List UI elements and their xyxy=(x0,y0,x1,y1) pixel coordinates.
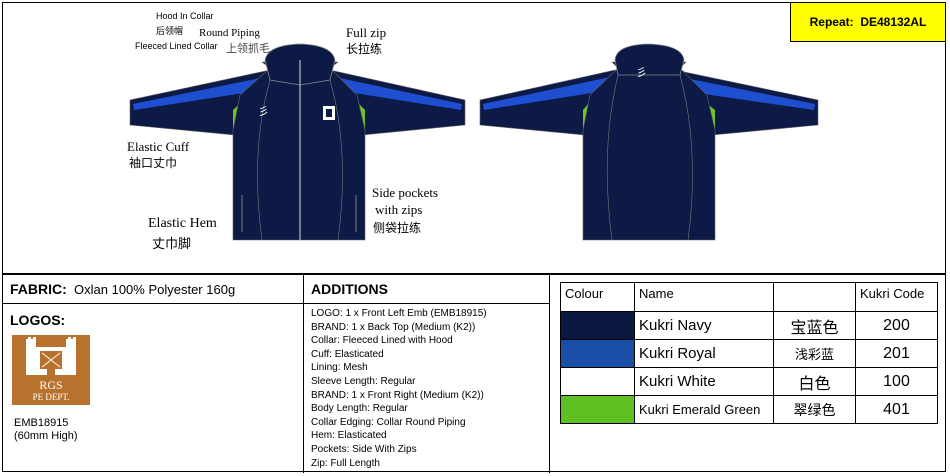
jacket-illustrations: ⼺ ⼺ xyxy=(129,43,819,241)
colour-cn-name: 白色 xyxy=(773,367,856,396)
colour-name: Kukri White xyxy=(634,367,774,396)
repeat-badge: Repeat: DE48132AL xyxy=(790,2,946,42)
colour-row: Kukri White 白色 100 xyxy=(560,367,938,396)
badge-text-rgs: RGS xyxy=(39,378,63,392)
addition-item: Body Length: Regular xyxy=(311,403,408,415)
colour-code: 100 xyxy=(855,367,938,396)
callout-zip-en: Full zip xyxy=(346,25,387,40)
additions-title: ADDITIONS xyxy=(311,281,388,297)
jacket-back-view: ⼺ xyxy=(479,43,819,241)
repeat-label: Repeat: xyxy=(809,15,854,29)
addition-item: LOGO: 1 x Front Left Emb (EMB18915) xyxy=(311,308,487,319)
addition-item: BRAND: 1 x Front Right (Medium (K2)) xyxy=(311,389,484,401)
callout-hem-cn: 丈巾脚 xyxy=(152,236,192,251)
addition-item: Collar: Fleeced Lined with Hood xyxy=(311,335,453,347)
column-divider xyxy=(549,274,550,473)
header-colour: Colour xyxy=(560,282,635,312)
colour-code: 201 xyxy=(855,339,938,368)
colour-name: Kukri Emerald Green xyxy=(634,395,774,424)
jacket-front-view: ⼺ xyxy=(129,43,466,241)
callout-cuff-cn: 袖口丈巾 xyxy=(129,156,178,170)
emb-info: EMB18915 (60mm High) xyxy=(14,417,78,443)
colour-cn-name: 宝蓝色 xyxy=(773,311,856,340)
additions-divider xyxy=(303,303,549,304)
addition-item: Hem: Elasticated xyxy=(311,430,387,442)
colour-code: 401 xyxy=(855,395,938,424)
column-divider xyxy=(303,274,304,473)
colour-cn-name: 浅彩蓝 xyxy=(773,339,856,368)
colour-swatch xyxy=(560,367,635,396)
addition-item: Zip: Full Length xyxy=(311,457,380,469)
callout-cuff-en: Elastic Cuff xyxy=(127,139,190,154)
section-divider xyxy=(2,273,946,275)
callout-zip-cn: 长拉练 xyxy=(346,42,383,56)
badge-text-dept: PE DEPT. xyxy=(32,392,70,402)
colour-cn-name: 翠绿色 xyxy=(773,395,856,424)
colour-table-header: Colour Name Kukri Code xyxy=(560,282,938,312)
svg-text:⼺: ⼺ xyxy=(636,66,647,79)
callout-piping-en: Round Piping xyxy=(199,27,260,39)
addition-item: Cuff: Elasticated xyxy=(311,348,384,360)
svg-text:⼺: ⼺ xyxy=(258,105,269,118)
logos-title: LOGOS: xyxy=(10,312,66,328)
colour-name: Kukri Royal xyxy=(634,339,774,368)
fabric-value: Oxlan 100% Polyester 160g xyxy=(74,282,236,297)
emb-code: EMB18915 xyxy=(14,417,69,429)
callout-hem-en: Elastic Hem xyxy=(148,216,217,231)
callout-hood-cn: 后领帽 xyxy=(156,26,184,36)
rgs-badge-logo: RGS PE DEPT. xyxy=(12,335,90,405)
header-blank xyxy=(773,282,856,312)
colour-swatch xyxy=(560,311,635,340)
addition-item: BRAND: 1 x Back Top (Medium (K2)) xyxy=(311,321,476,333)
callout-collar-en: Fleeced Lined Collar xyxy=(135,41,218,51)
colour-row: Kukri Emerald Green 翠绿色 401 xyxy=(560,395,938,424)
colour-swatch xyxy=(560,339,635,368)
fabric-divider xyxy=(2,303,303,304)
header-name: Name xyxy=(634,282,774,312)
addition-item: Collar Edging: Collar Round Piping xyxy=(311,416,466,428)
colour-name: Kukri Navy xyxy=(634,311,774,340)
fabric-title: FABRIC: xyxy=(10,281,67,297)
callout-pockets-cn: 侧袋拉练 xyxy=(373,221,422,235)
callout-hood-en: Hood In Collar xyxy=(156,11,214,21)
addition-item: Sleeve Length: Regular xyxy=(311,375,416,387)
colour-row: Kukri Royal 浅彩蓝 201 xyxy=(560,339,938,368)
castle-icon xyxy=(26,337,76,375)
colour-code: 200 xyxy=(855,311,938,340)
colour-row: Kukri Navy 宝蓝色 200 xyxy=(560,311,938,340)
header-kukri-code: Kukri Code xyxy=(855,282,938,312)
colour-table: Colour Name Kukri Code Kukri Navy 宝蓝色 20… xyxy=(560,282,938,424)
callout-pockets-en1: Side pockets xyxy=(372,185,439,200)
emb-size: (60mm High) xyxy=(14,430,78,442)
additions-list: LOGO: 1 x Front Left Emb (EMB18915) BRAN… xyxy=(311,307,487,470)
callout-collar-cn: 上领抓毛 xyxy=(226,43,270,55)
fabric-line: FABRIC: Oxlan 100% Polyester 160g xyxy=(10,281,235,297)
addition-item: Pockets: Side With Zips xyxy=(311,443,417,455)
callout-pockets-en2: with zips xyxy=(375,202,423,217)
repeat-code: DE48132AL xyxy=(860,15,927,29)
colour-swatch xyxy=(560,395,635,424)
addition-item: Lining: Mesh xyxy=(311,362,368,374)
